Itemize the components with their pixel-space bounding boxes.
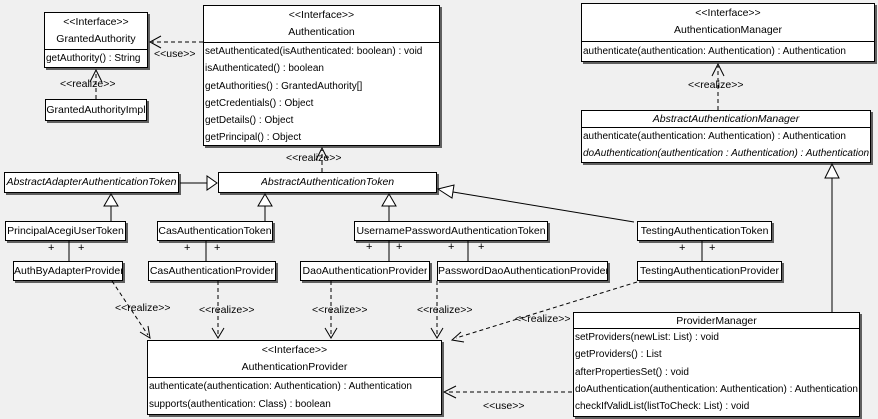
- realize-label: <<realize>>: [515, 313, 571, 325]
- class-name: UsernamePasswordAuthenticationToken: [356, 224, 546, 237]
- method-label: getProviders() : List: [575, 349, 662, 361]
- class-box-cas-authentication-provider: CasAuthenticationProvider: [148, 261, 276, 281]
- method-label: authenticate(authentication: Authenticat…: [583, 131, 846, 142]
- association-end-label: +: [396, 241, 403, 253]
- realize-label: <<realize>>: [199, 304, 255, 316]
- class-name: DaoAuthenticationProvider: [302, 264, 428, 277]
- class-name: GrantedAuthority: [56, 33, 136, 45]
- class-box-authentication-provider: <<Interface>> AuthenticationProvider aut…: [147, 340, 442, 415]
- realize-arrowhead: [139, 325, 151, 339]
- method-label: doAuthentication(authentication: Authent…: [575, 383, 858, 395]
- method-label: getPrincipal() : Object: [205, 132, 302, 144]
- realize-arrowhead: [324, 327, 338, 339]
- class-box-username-password-authentication-token: UsernamePasswordAuthenticationToken: [354, 221, 548, 241]
- realize-arrowhead: [211, 327, 225, 339]
- method-label: supports(authentication: Class) : boolea…: [149, 399, 331, 410]
- class-box-abstract-authentication-token: AbstractAuthenticationToken: [218, 172, 437, 193]
- association-end-label: +: [184, 242, 191, 254]
- class-name: CasAuthenticationToken: [158, 224, 272, 237]
- class-name: TestingAuthenticationProvider: [640, 264, 779, 277]
- association-end-label: +: [214, 242, 221, 254]
- association-end-label: +: [478, 241, 485, 253]
- class-box-password-dao-authentication-provider: PasswordDaoAuthenticationProvider: [437, 261, 608, 281]
- method-label: getAuthorities() : GrantedAuthority[]: [205, 80, 363, 92]
- class-name: AbstractAdapterAuthenticationToken: [6, 176, 177, 188]
- class-box-auth-by-adapter-provider: AuthByAdapterProvider: [13, 261, 123, 281]
- class-box-provider-manager: ProviderManager setProviders(newList: Li…: [573, 312, 860, 417]
- class-name: AbstractAuthenticationManager: [652, 113, 800, 125]
- class-name: CasAuthenticationProvider: [149, 264, 275, 277]
- method-label: authenticate(authentication: Authenticat…: [149, 381, 412, 392]
- generalization-triangle: [103, 193, 119, 207]
- use-label: <<use>>: [483, 400, 525, 412]
- use-arrowhead: [148, 35, 162, 49]
- stereotype-label: <<Interface>>: [63, 16, 129, 28]
- method-label: setProviders(newList: List) : void: [575, 332, 719, 343]
- class-box-testing-authentication-provider: TestingAuthenticationProvider: [637, 261, 782, 281]
- realize-arrowhead: [89, 68, 103, 83]
- class-name: AbstractAuthenticationToken: [260, 176, 395, 188]
- class-box-principal-acegi-user-token: PrincipalAcegiUserToken: [5, 221, 126, 241]
- class-box-testing-authentication-token: TestingAuthenticationToken: [637, 221, 772, 241]
- method-label: afterPropertiesSet() : void: [575, 366, 689, 378]
- method-label: doAuthentication(authentication : Authen…: [583, 148, 870, 160]
- realize-arrowhead: [450, 331, 465, 343]
- realize-label: <<realize>>: [688, 79, 744, 91]
- association-end-label: +: [366, 241, 373, 253]
- association-end-label: +: [48, 242, 55, 254]
- class-box-dao-authentication-provider: DaoAuthenticationProvider: [300, 261, 430, 281]
- realize-edge-authbyadapterprovider: [111, 280, 149, 336]
- class-name: ProviderManager: [676, 315, 757, 327]
- association-end-label: +: [709, 242, 716, 254]
- class-name: PasswordDaoAuthenticationProvider: [438, 264, 607, 277]
- method-label: getAuthority() : String: [46, 53, 141, 64]
- realize-label: <<realize>>: [417, 304, 473, 316]
- generalization-triangle: [436, 184, 455, 199]
- method-label: isAuthenticated() : boolean: [205, 63, 324, 75]
- stereotype-label: <<Interface>>: [261, 344, 328, 356]
- generalization-triangle: [381, 193, 397, 207]
- association-end-label: +: [679, 242, 686, 254]
- class-box-authentication: <<Interface>> Authentication setAuthenti…: [203, 5, 440, 146]
- use-arrowhead: [442, 385, 457, 399]
- method-label: getDetails() : Object: [205, 115, 294, 127]
- class-name: Authentication: [288, 26, 355, 38]
- class-name: AuthByAdapterProvider: [14, 264, 122, 277]
- method-label: getCredentials() : Object: [205, 97, 314, 109]
- class-name: AuthenticationProvider: [241, 361, 348, 373]
- class-name: GrantedAuthorityImpl: [46, 103, 146, 116]
- realize-label: <<realize>>: [312, 304, 368, 316]
- class-name: AuthenticationManager: [674, 24, 782, 36]
- method-label: setAuthenticated(isAuthenticated: boolea…: [205, 46, 423, 57]
- class-name: PrincipalAcegiUserToken: [7, 224, 124, 237]
- class-box-abstract-authentication-manager: AbstractAuthenticationManager authentica…: [581, 110, 871, 163]
- association-end-label: +: [78, 242, 85, 254]
- realize-arrowhead: [315, 146, 329, 161]
- realize-label: <<realize>>: [286, 152, 342, 164]
- class-box-authentication-manager: <<Interface>> AuthenticationManager auth…: [581, 3, 875, 62]
- realize-label: <<realize>>: [60, 78, 116, 90]
- stereotype-label: <<Interface>>: [695, 7, 761, 19]
- realize-arrowhead: [430, 327, 444, 339]
- realize-arrowhead: [711, 62, 725, 77]
- method-label: authenticate(authentication: Authenticat…: [583, 46, 846, 57]
- use-label: <<use>>: [154, 48, 196, 60]
- realize-label: <<realize>>: [115, 302, 171, 314]
- class-box-cas-authentication-token: CasAuthenticationToken: [157, 221, 273, 241]
- realize-edge-testingauthenticationprovider: [455, 281, 638, 339]
- method-label: checkIfValidList(listToCheck: List) : vo…: [575, 401, 750, 413]
- generalization-triangle: [257, 193, 273, 207]
- generalization-triangle: [824, 162, 840, 179]
- class-box-granted-authority-impl: GrantedAuthorityImpl: [45, 99, 147, 121]
- class-box-abstract-adapter-authentication-token: AbstractAdapterAuthenticationToken: [4, 172, 179, 193]
- class-name: TestingAuthenticationToken: [640, 224, 769, 237]
- class-box-granted-authority: <<Interface>> GrantedAuthority getAuthor…: [44, 12, 148, 68]
- association-end-label: +: [448, 241, 455, 253]
- stereotype-label: <<Interface>>: [288, 9, 355, 21]
- generalization-edge-testing-token: [452, 191, 635, 223]
- generalization-triangle: [206, 175, 218, 191]
